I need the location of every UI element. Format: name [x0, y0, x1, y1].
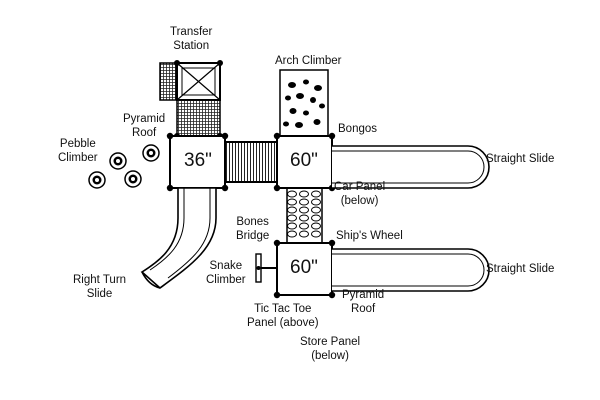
- pyramid-roof-top-line-1: Pyramid: [123, 113, 166, 125]
- deck-60-bottom-label: 60": [290, 257, 318, 278]
- pyramid-roof-bottom-label: Pyramid Roof: [342, 288, 384, 316]
- bones-bridge-line-1: Bones: [236, 216, 269, 228]
- pyramid-roof-top-line-2: Roof: [131, 127, 157, 139]
- arch-climber: [279, 69, 329, 137]
- snake-climber: [255, 253, 277, 283]
- bones-bridge-line-2: Bridge: [236, 230, 270, 242]
- straight-slide-bottom-label: Straight Slide: [486, 263, 555, 275]
- transfer-station-label-line-2: Station: [173, 40, 210, 52]
- snake-climber-label: Snake Climber: [206, 259, 246, 287]
- ships-wheel-label: Ship's Wheel: [336, 230, 403, 242]
- bones-bridge: [286, 188, 323, 243]
- pebble-climber: [88, 144, 160, 189]
- bones-bridge-label: Bones Bridge: [236, 215, 269, 243]
- straight-slide-top-label: Straight Slide: [486, 153, 555, 165]
- car-panel-line-2: (below): [340, 195, 379, 207]
- pebble-climber-line-1: Pebble: [59, 138, 96, 150]
- arch-climber-label: Arch Climber: [275, 55, 342, 67]
- tic-tac-toe-panel-label: Tic Tac Toe Panel (above): [247, 302, 319, 330]
- snake-climber-line-2: Climber: [206, 274, 246, 286]
- pebble-climber-line-2: Climber: [58, 152, 98, 164]
- store-panel-line-2: (below): [311, 350, 349, 362]
- pebble-climber-label: Pebble Climber: [58, 137, 98, 165]
- deck-60-top: [273, 132, 336, 192]
- pyramid-roof-top-label: Pyramid Roof: [123, 112, 165, 140]
- snake-climber-line-1: Snake: [209, 260, 243, 272]
- bongos-label: Bongos: [338, 123, 378, 135]
- deck-36-label: 36": [184, 150, 212, 171]
- right-turn-slide-line-2: Slide: [86, 288, 113, 300]
- store-panel-label: Store Panel (below): [300, 335, 360, 363]
- deck-60-top-label: 60": [290, 150, 318, 171]
- transfer-station-label: Transfer Station: [170, 25, 212, 53]
- tic-tac-toe-panel-line-2: Panel (above): [247, 317, 319, 329]
- bridge-top: [224, 141, 278, 183]
- pyramid-roof-bottom-line-1: Pyramid: [342, 289, 385, 301]
- right-turn-slide-line-1: Right Turn: [73, 274, 127, 286]
- store-panel-line-1: Store Panel: [300, 336, 361, 348]
- car-panel-label: Car Panel (below): [334, 180, 385, 208]
- tic-tac-toe-panel-line-1: Tic Tac Toe: [254, 303, 312, 315]
- car-panel-line-1: Car Panel: [334, 181, 386, 193]
- straight-slide-top: [332, 145, 490, 189]
- transfer-station-label-line-1: Transfer: [170, 26, 213, 38]
- right-turn-slide-label: Right Turn Slide: [73, 273, 126, 301]
- pyramid-roof-bottom-line-2: Roof: [350, 303, 376, 315]
- right-turn-slide: [140, 187, 217, 290]
- straight-slide-bottom: [332, 248, 490, 292]
- transfer-station: [159, 60, 223, 139]
